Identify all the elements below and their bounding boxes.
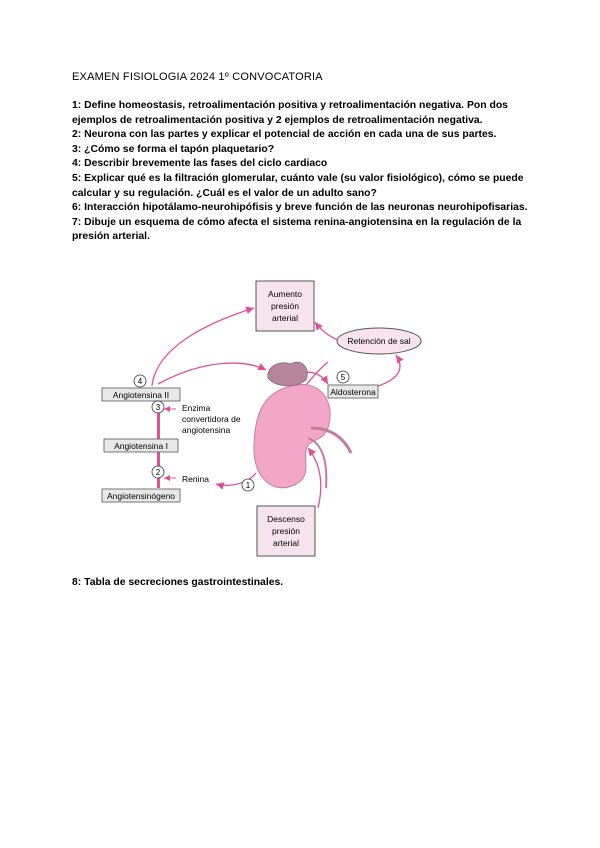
step-5: 5 [341, 373, 346, 382]
enzima-line-3: angiotensina [182, 425, 230, 435]
question-7: 7: Dibuje un esquema de cómo afecta el s… [72, 216, 522, 243]
box-angiotensinogeno: Angiotensinógeno [101, 488, 181, 503]
descenso-line-2: presión [272, 526, 300, 536]
descenso-line-3: arterial [273, 538, 299, 548]
renina-label: Renina [182, 474, 209, 484]
aldosterona-label: Aldosterona [330, 387, 376, 397]
box-angiotensina-ii: Angiotensina II [101, 387, 181, 402]
angiotensinogeno-label: Angiotensinógeno [107, 491, 175, 501]
angiotensina-i-label: Angiotensina I [114, 441, 168, 451]
question-4: 4: Describir brevemente las fases del ci… [72, 158, 328, 170]
step-3: 3 [156, 403, 161, 412]
renin-angiotensin-diagram: Aumento presión arterial Retención de sa… [101, 280, 422, 557]
descenso-line-1: Descenso [267, 514, 305, 524]
box-angiotensina-i: Angiotensina I [103, 438, 179, 453]
question-2: 2: Neurona con las partes y explicar el … [72, 129, 497, 141]
retencion-label: Retención de sal [347, 336, 410, 346]
kidney-illustration [253, 361, 353, 489]
enzima-line-2: convertidora de [182, 414, 241, 424]
adrenal-gland [267, 361, 308, 387]
step-2: 2 [156, 468, 161, 477]
question-8: 8: Tabla de secreciones gastrointestinal… [72, 577, 284, 588]
box-descenso-presion: Descenso presión arterial [256, 505, 316, 557]
question-6: 6: Interacción hipotálamo-neurohipófisis… [72, 202, 528, 214]
step-1: 1 [246, 481, 251, 490]
step-4: 4 [138, 377, 143, 386]
box-aldosterona: Aldosterona [327, 384, 379, 399]
question-1: 1: Define homeostasis, retroalimentación… [72, 100, 508, 126]
box-aumento-presion: Aumento presión arterial [255, 280, 315, 332]
retencion-sal-oval: Retención de sal [336, 327, 422, 355]
aumento-line-3: arterial [272, 313, 298, 323]
step-markers: 1 2 3 4 5 [133, 370, 350, 492]
angiotensina-ii-label: Angiotensina II [113, 390, 169, 400]
enzyme-arrows [164, 406, 176, 481]
question-3: 3: ¿Cómo se forma el tapón plaquetario? [72, 143, 275, 155]
question-5: 5: Explicar qué es la filtración glomeru… [72, 172, 524, 199]
aumento-line-1: Aumento [268, 289, 302, 299]
exam-title: EXAMEN FISIOLOGIA 2024 1º CONVOCATORIA [72, 71, 323, 83]
question-list: 1: Define homeostasis, retroalimentación… [72, 99, 542, 245]
enzima-line-1: Enzima [182, 403, 211, 413]
aumento-line-2: presión [271, 301, 299, 311]
